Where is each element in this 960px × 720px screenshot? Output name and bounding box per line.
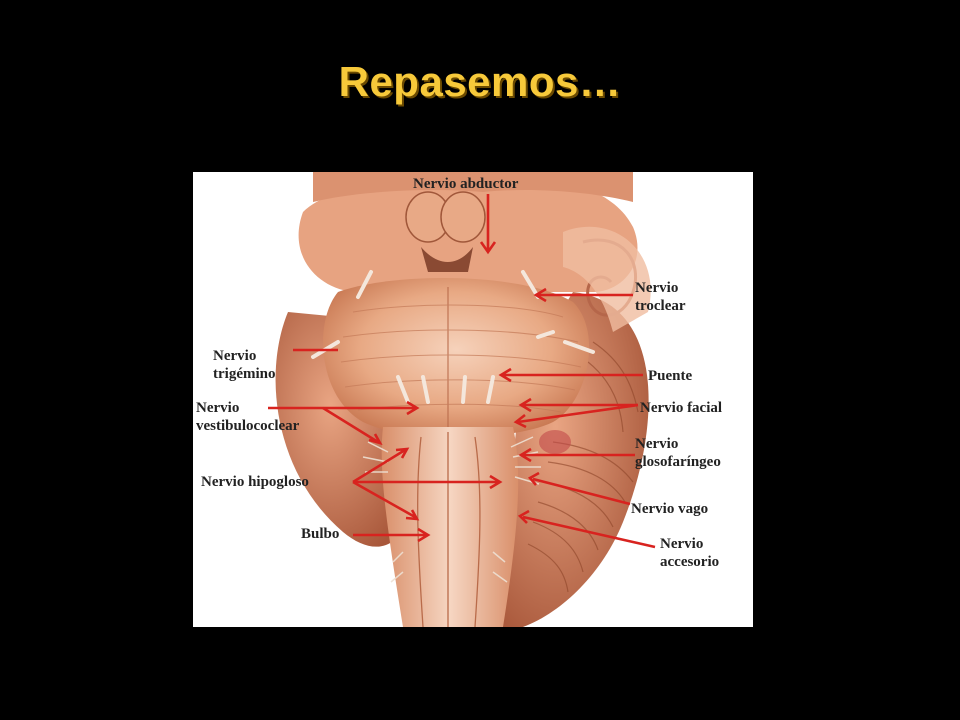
label-vestibulocochlear-line2: vestibulococlear [196, 418, 300, 434]
label-facial: Nervio facial [640, 400, 722, 416]
label-trochlear-line2: troclear [635, 298, 686, 314]
arrow-accessory [517, 509, 656, 549]
arrow-facial-2 [513, 403, 639, 429]
arrow-pons [498, 367, 643, 383]
arrow-abducens [479, 194, 497, 255]
arrow-facial [518, 397, 638, 413]
anatomical-labels: Nervio abductor Nervio troclear Nervio t… [196, 176, 722, 570]
arrow-vagus [527, 471, 631, 506]
label-trigeminal-line2: trigémino [213, 366, 275, 382]
label-trochlear-line1: Nervio [635, 280, 678, 296]
arrow-medulla [353, 527, 431, 543]
label-vestibulocochlear-line1: Nervio [196, 400, 239, 416]
label-accessory-line1: Nervio [660, 536, 703, 552]
medulla-shape [381, 427, 519, 627]
label-hypoglossal: Nervio hipogloso [201, 474, 309, 490]
pointer-arrows [268, 194, 656, 549]
label-pons: Puente [648, 368, 693, 384]
arrow-vestibulocochlear-2 [322, 406, 383, 446]
arrow-hypoglossal-1 [352, 447, 410, 484]
arrow-trochlear [533, 287, 633, 303]
label-glossopharyngeal-line1: Nervio [635, 436, 678, 452]
label-accessory-line2: accesorio [660, 554, 719, 570]
label-vagus: Nervio vago [631, 501, 708, 517]
label-trigeminal-line1: Nervio [213, 348, 256, 364]
label-medulla: Bulbo [301, 526, 339, 542]
slide-title: Repasemos… [338, 58, 622, 105]
label-glossopharyngeal-line2: glosofaríngeo [635, 454, 721, 470]
brainstem-diagram: Nervio abductor Nervio troclear Nervio t… [193, 172, 753, 627]
arrow-hypoglossal-2 [353, 474, 503, 490]
arrow-hypoglossal-3 [352, 480, 420, 521]
arrow-vestibulocochlear-1 [268, 400, 420, 416]
brainstem-illustration [275, 172, 651, 627]
arrow-glossopharyngeal [518, 447, 635, 463]
label-abducens: Nervio abductor [413, 176, 519, 192]
pons-shape [323, 278, 590, 437]
